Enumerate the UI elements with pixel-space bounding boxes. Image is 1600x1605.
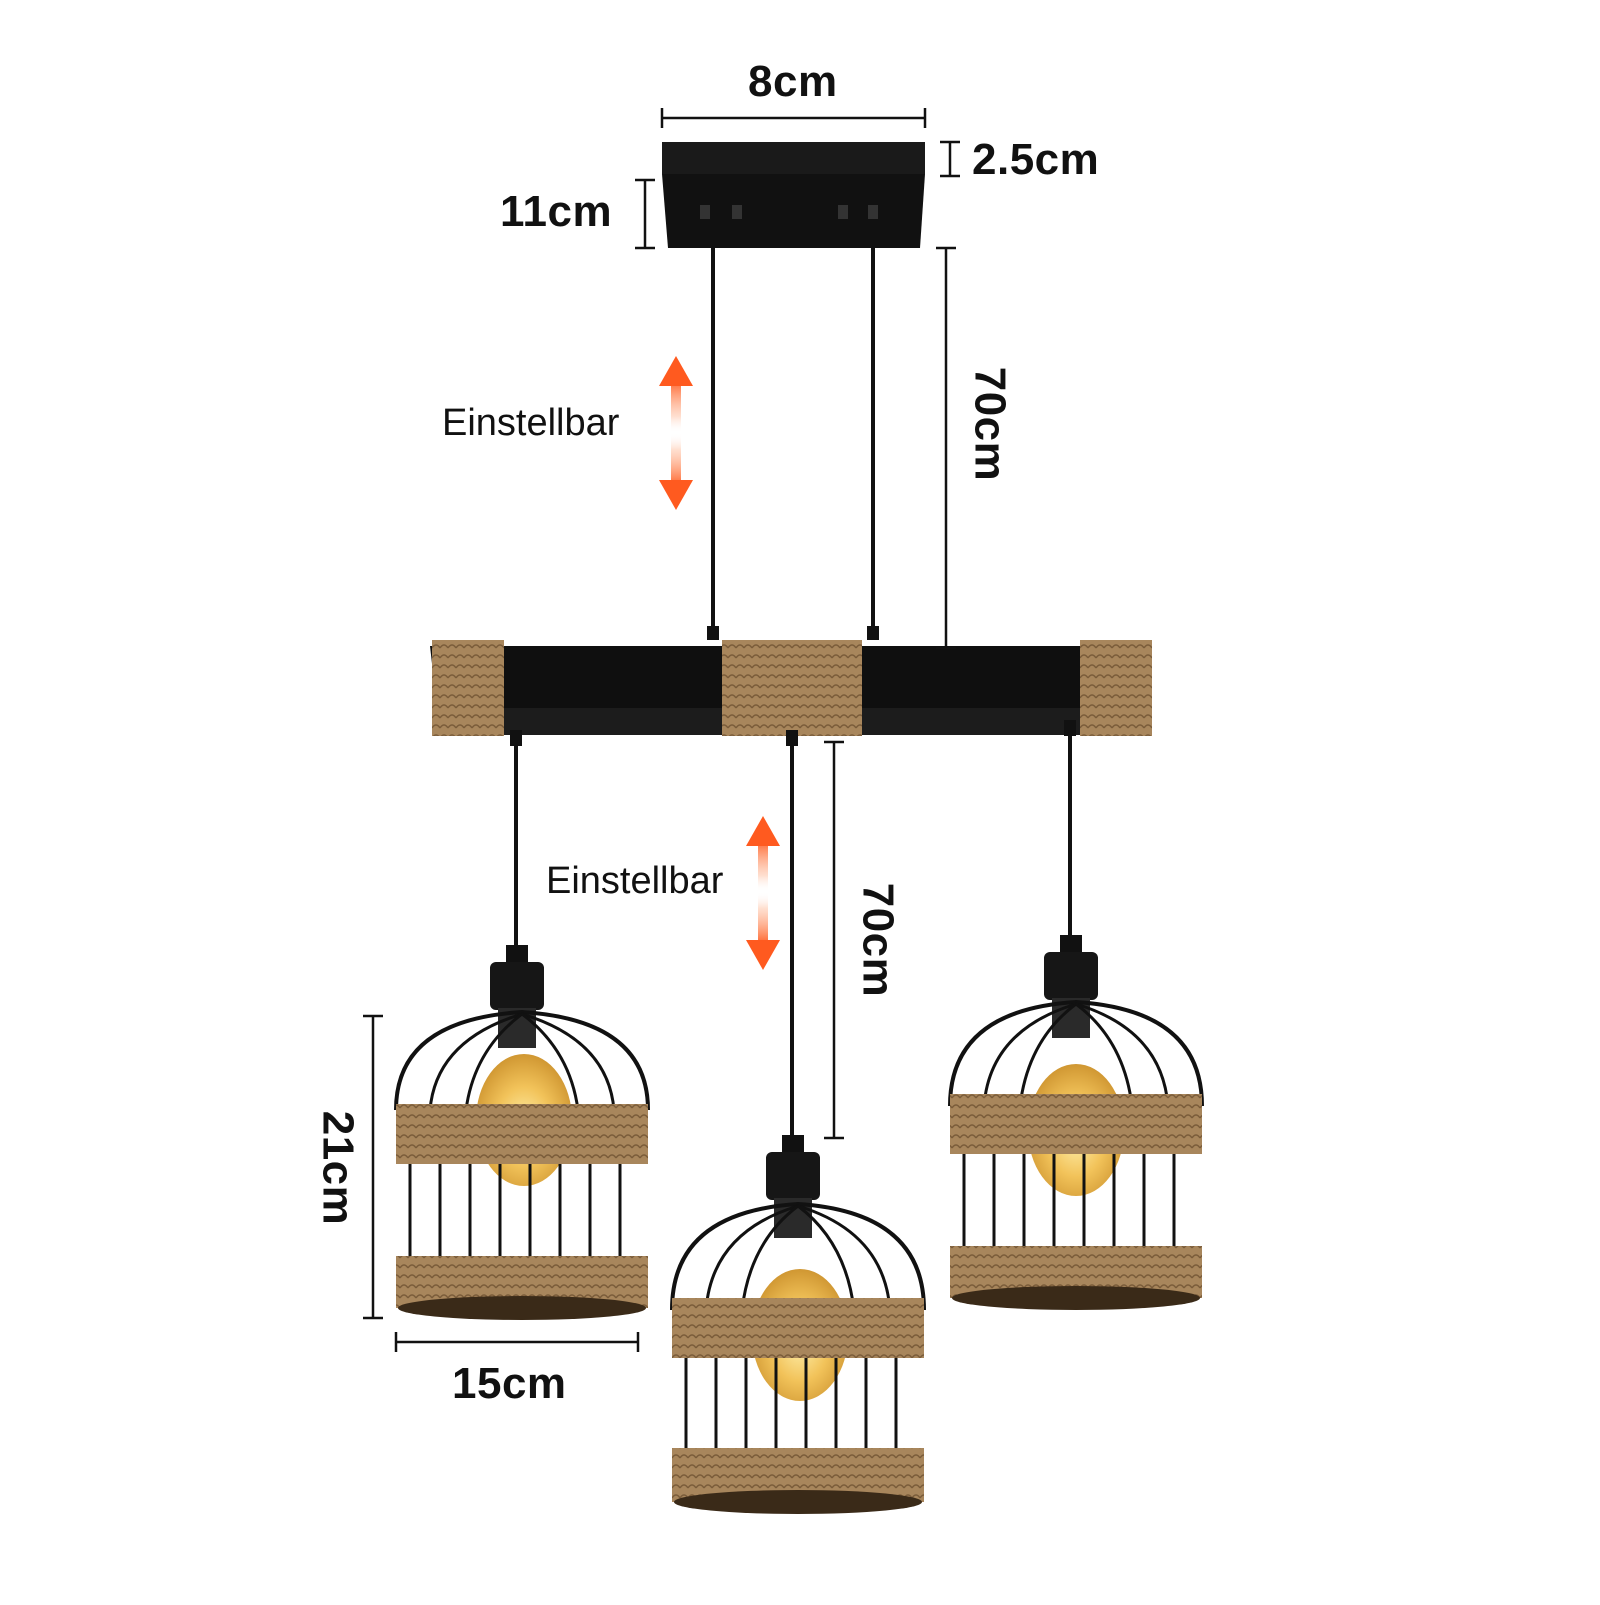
upper-adjustable-label: Einstellbar <box>442 402 620 444</box>
lower-cables <box>510 720 1076 1145</box>
adjust-arrow-upper-icon <box>659 356 693 510</box>
adjust-arrow-lower-icon <box>746 816 780 970</box>
cage-lamp-right <box>948 935 1204 1310</box>
canopy-depth-label: 11cm <box>500 187 613 236</box>
canopy-width-label: 8cm <box>748 57 838 106</box>
wooden-beam <box>430 640 1152 736</box>
canopy-height-label: 2.5cm <box>972 135 1100 184</box>
cage-lamp-center <box>670 1135 926 1514</box>
lower-adjustable-label: Einstellbar <box>546 860 724 902</box>
lower-cable-length-label: 70cm <box>853 882 903 998</box>
upper-cables <box>707 222 879 640</box>
shade-height-label: 21cm <box>313 1110 363 1226</box>
dimension-lines <box>363 108 960 1352</box>
upper-cable-length-label: 70cm <box>965 366 1015 482</box>
shade-width-label: 15cm <box>452 1359 567 1408</box>
ceiling-canopy <box>662 142 925 248</box>
cage-lamp-left <box>394 945 650 1320</box>
